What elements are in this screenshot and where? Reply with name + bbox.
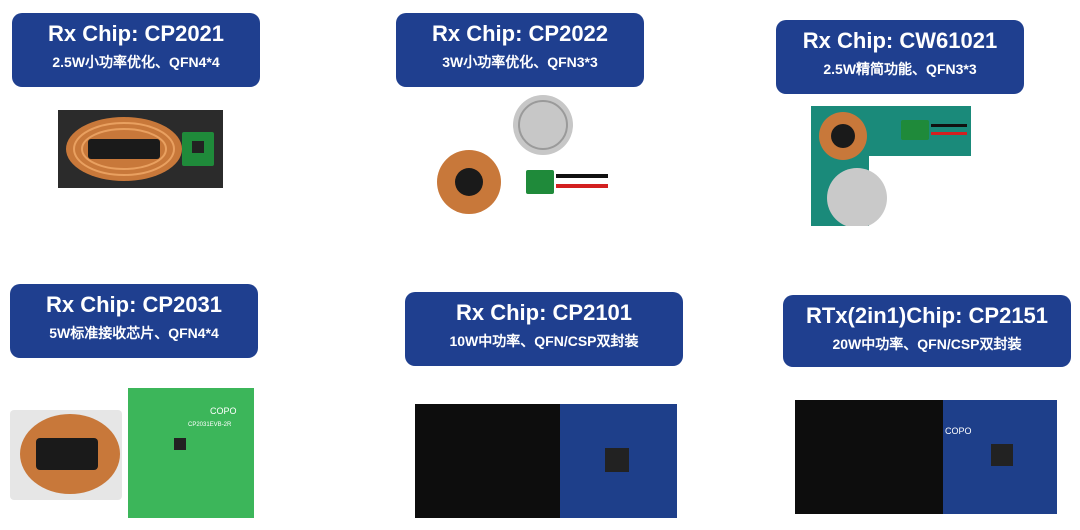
chip-card-cp2151: RTx(2in1)Chip: CP2151 20W中功率、QFN/CSP双封装 [783, 295, 1071, 367]
card-title: RTx(2in1)Chip: CP2151 [805, 303, 1049, 328]
cp2101-module-photo [415, 404, 677, 518]
board-model-label: CP2031EVB-2R [188, 422, 232, 428]
cp2021-module-photo [58, 110, 223, 188]
card-subtitle: 5W标准接收芯片、QFN4*4 [49, 325, 219, 341]
chip-card-cp2101: Rx Chip: CP2101 10W中功率、QFN/CSP双封装 [405, 292, 683, 366]
card-subtitle: 10W中功率、QFN/CSP双封装 [449, 333, 639, 349]
chip-card-cp2022: Rx Chip: CP2022 3W小功率优化、QFN3*3 [396, 13, 644, 87]
cp2151-module-photo: COPO [795, 400, 1057, 514]
board-logo: COPO [210, 406, 237, 416]
board-logo: COPO [945, 426, 972, 436]
card-title: Rx Chip: CP2031 [45, 292, 223, 317]
card-title: Rx Chip: CP2022 [431, 21, 609, 46]
chip-card-cw61021: Rx Chip: CW61021 2.5W精简功能、QFN3*3 [776, 20, 1024, 94]
chip-card-cp2021: Rx Chip: CP2021 2.5W小功率优化、QFN4*4 [12, 13, 260, 87]
cp2022-module-photo [437, 95, 608, 214]
card-subtitle: 2.5W小功率优化、QFN4*4 [52, 54, 220, 70]
card-title: Rx Chip: CP2101 [455, 300, 633, 325]
card-title: Rx Chip: CP2021 [47, 21, 225, 46]
cp2031-module-photo: COPO CP2031EVB-2R [10, 388, 254, 518]
card-subtitle: 3W小功率优化、QFN3*3 [442, 54, 598, 70]
chip-card-cp2031: Rx Chip: CP2031 5W标准接收芯片、QFN4*4 [10, 284, 258, 358]
cw61021-module-photo [811, 106, 971, 226]
card-subtitle: 2.5W精简功能、QFN3*3 [823, 61, 977, 77]
card-title: Rx Chip: CW61021 [802, 28, 998, 53]
card-subtitle: 20W中功率、QFN/CSP双封装 [832, 336, 1022, 352]
